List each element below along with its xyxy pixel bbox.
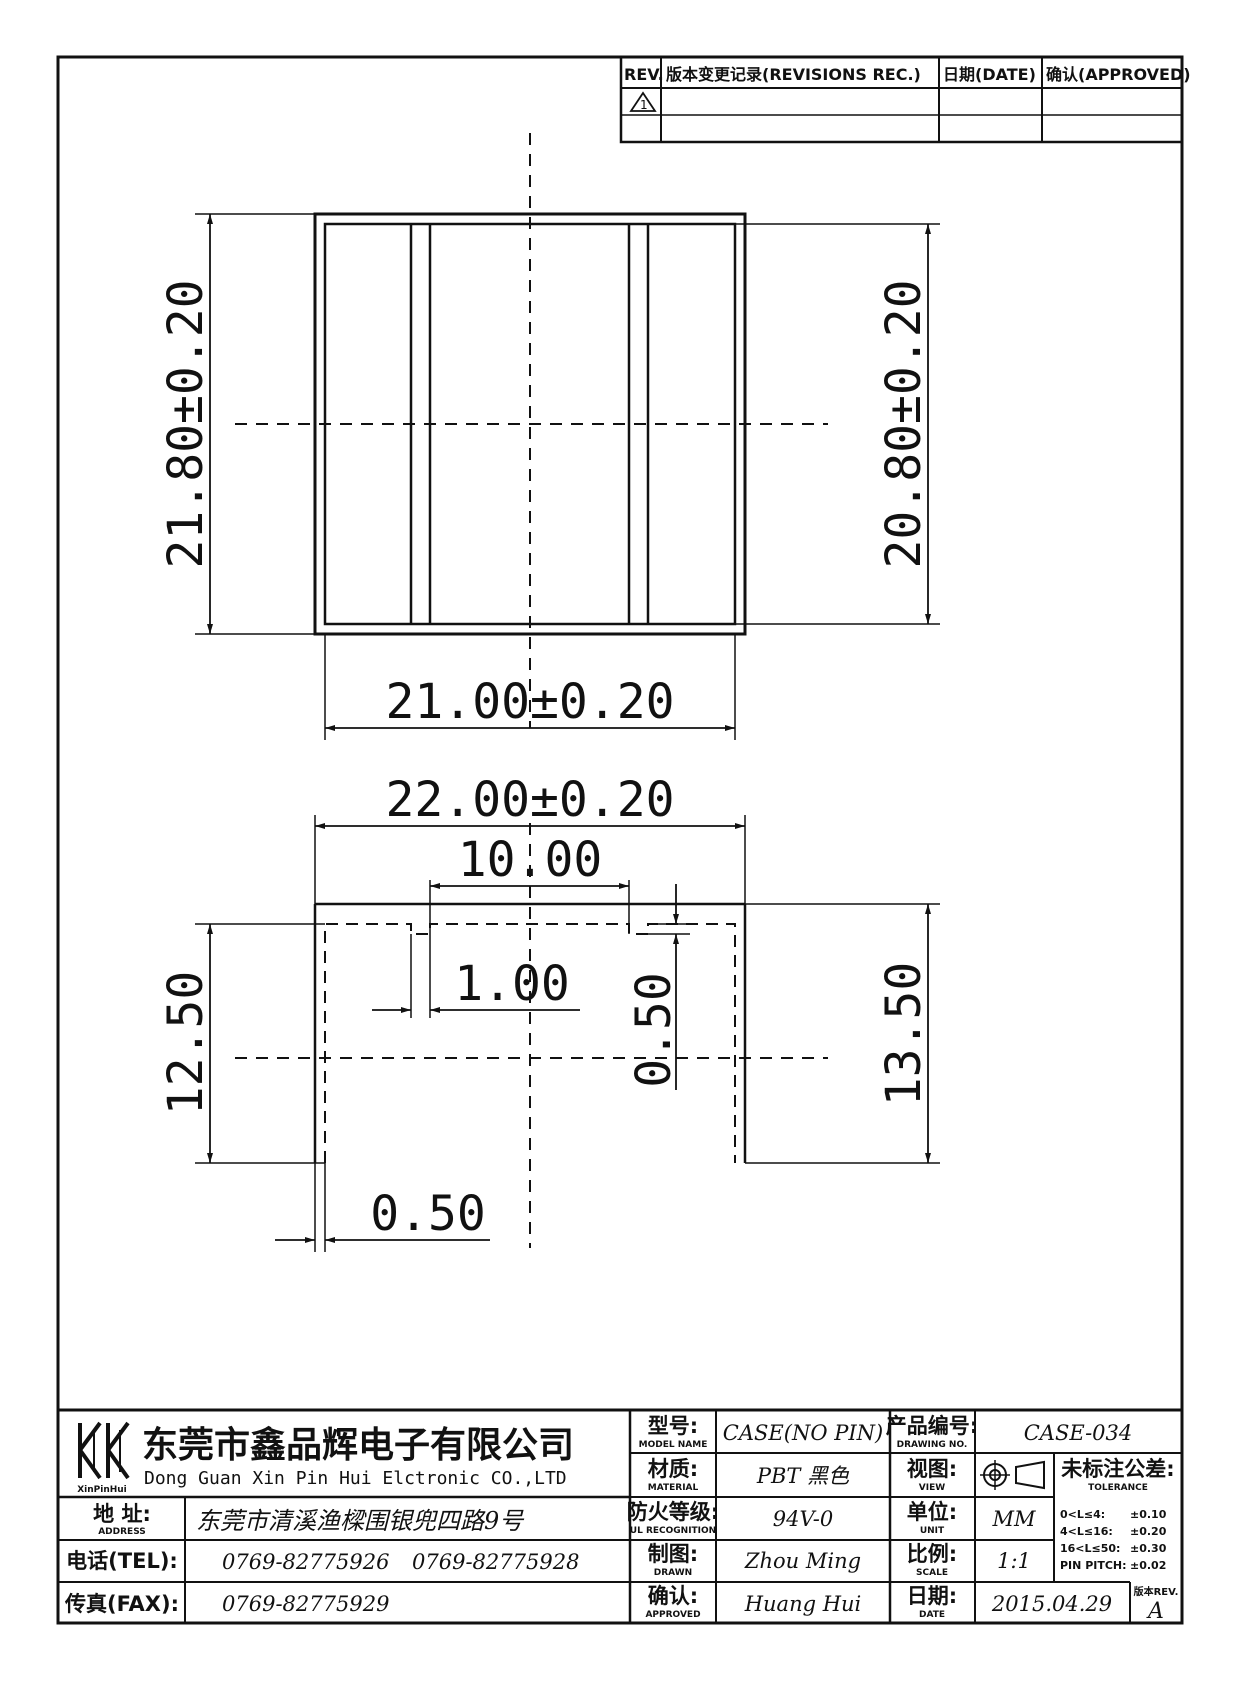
tolerance-range: PIN PITCH:	[1060, 1559, 1127, 1572]
scale-label: 比例:	[907, 1542, 957, 1566]
tolerance-table: 0<L≤4: ±0.10 4<L≤16: ±0.20 16<L≤50: ±0.3…	[1060, 1508, 1167, 1572]
rev-header: REV.	[624, 65, 664, 84]
projection-symbol-icon	[980, 1460, 1045, 1490]
date-header: 日期(DATE)	[943, 65, 1036, 84]
tolerance-value: ±0.10	[1130, 1508, 1167, 1521]
tolerance-range: 4<L≤16:	[1060, 1525, 1113, 1538]
top-view: 21.80±0.20 20.80±0.20 21.00±0.20	[158, 133, 940, 740]
company-logo: XinPinHui	[77, 1421, 130, 1495]
scale-sub: SCALE	[916, 1568, 948, 1578]
revision-triangle-number: 1	[640, 98, 648, 112]
ul-value: 94V-0	[773, 1507, 833, 1531]
fax-value: 0769-82775929	[222, 1592, 389, 1616]
unit-value: MM	[991, 1507, 1036, 1531]
front-slot-spacing-dim: 10.00	[458, 832, 603, 888]
rev-label: 版本REV.	[1134, 1585, 1179, 1598]
tolerance-value: ±0.30	[1130, 1542, 1167, 1555]
drawing-no-label: 产品编号:	[886, 1414, 978, 1438]
revision-triangle-icon	[629, 91, 657, 112]
material-label: 材质:	[648, 1457, 698, 1481]
front-slot-depth-dim: 0.50	[626, 972, 682, 1088]
approved-label: 确认:	[648, 1584, 698, 1608]
fax-label: 传真(FAX):	[64, 1592, 179, 1616]
scale-value: 1:1	[997, 1549, 1031, 1573]
unit-label: 单位:	[907, 1500, 957, 1524]
revisions-header: 版本变更记录(REVISIONS REC.)	[665, 65, 921, 84]
company-name-en: Dong Guan Xin Pin Hui Elctronic CO.,LTD	[144, 1468, 567, 1489]
unit-sub: UNIT	[920, 1526, 945, 1536]
tolerance-label: 未标注公差:	[1061, 1457, 1174, 1481]
view-label: 视图:	[907, 1457, 957, 1481]
date-value: 2015.04.29	[991, 1592, 1112, 1616]
drawn-value: Zhou Ming	[744, 1549, 861, 1573]
tolerance-range: 16<L≤50:	[1060, 1542, 1120, 1555]
approved-value: Huang Hui	[744, 1592, 862, 1616]
company-name-cn: 东莞市鑫品辉电子有限公司	[142, 1424, 574, 1466]
drawing-no-sub: DRAWING NO.	[897, 1440, 968, 1450]
date-label: 日期:	[907, 1584, 957, 1608]
tel2-value: 0769-82775928	[412, 1550, 579, 1574]
tel-label: 电话(TEL):	[66, 1549, 178, 1573]
tolerance-sub: TOLERANCE	[1088, 1483, 1148, 1493]
tolerance-value: ±0.02	[1130, 1559, 1166, 1572]
ul-label: 防火等级:	[627, 1500, 719, 1524]
address-sub: ADDRESS	[98, 1527, 146, 1537]
front-view: 22.00±0.20 10.00 1.00 0.50 12.50 13.50	[158, 772, 940, 1252]
tel1-value: 0769-82775926	[222, 1550, 389, 1574]
date-sub: DATE	[919, 1610, 945, 1620]
front-left-height-dim: 12.50	[158, 971, 214, 1116]
material-sub: MATERIAL	[648, 1483, 699, 1493]
ul-sub: UL RECOGNITION	[630, 1526, 716, 1536]
front-slot-width-dim: 1.00	[454, 956, 570, 1012]
drawn-label: 制图:	[648, 1542, 698, 1566]
drawing-no-value: CASE-034	[1024, 1421, 1133, 1445]
rev-value: A	[1146, 1599, 1164, 1624]
model-value: CASE(NO PIN)	[723, 1421, 883, 1445]
model-sub: MODEL NAME	[639, 1440, 708, 1450]
drawn-sub: DRAWN	[654, 1568, 692, 1578]
front-right-height-dim: 13.50	[876, 962, 932, 1107]
top-bottom-width-dim: 21.00±0.20	[386, 674, 675, 730]
title-block: XinPinHui 东莞市鑫品辉电子有限公司 Dong Guan Xin Pin…	[58, 1408, 1182, 1624]
address-label: 地 址:	[93, 1502, 151, 1526]
front-hidden-outline	[324, 923, 736, 1163]
revision-table: REV. 版本变更记录(REVISIONS REC.) 日期(DATE) 确认(…	[619, 55, 1191, 144]
sheet-border	[56, 55, 1184, 1625]
front-overall-width-dim: 22.00±0.20	[386, 772, 675, 828]
address-value: 东莞市清溪渔樑围银兜四路9号	[196, 1507, 525, 1535]
model-label: 型号:	[648, 1414, 698, 1438]
view-sub: VIEW	[919, 1483, 945, 1493]
material-value: PBT 黑色	[756, 1464, 850, 1488]
approved-header: 确认(APPROVED)	[1046, 65, 1191, 84]
approved-sub: APPROVED	[645, 1610, 700, 1620]
logo-text: XinPinHui	[77, 1485, 127, 1495]
top-left-height-dim: 21.80±0.20	[158, 280, 214, 569]
tolerance-range: 0<L≤4:	[1060, 1508, 1105, 1521]
front-wall-dim: 0.50	[370, 1186, 486, 1242]
tolerance-value: ±0.20	[1130, 1525, 1167, 1538]
top-right-height-dim: 20.80±0.20	[876, 280, 932, 569]
